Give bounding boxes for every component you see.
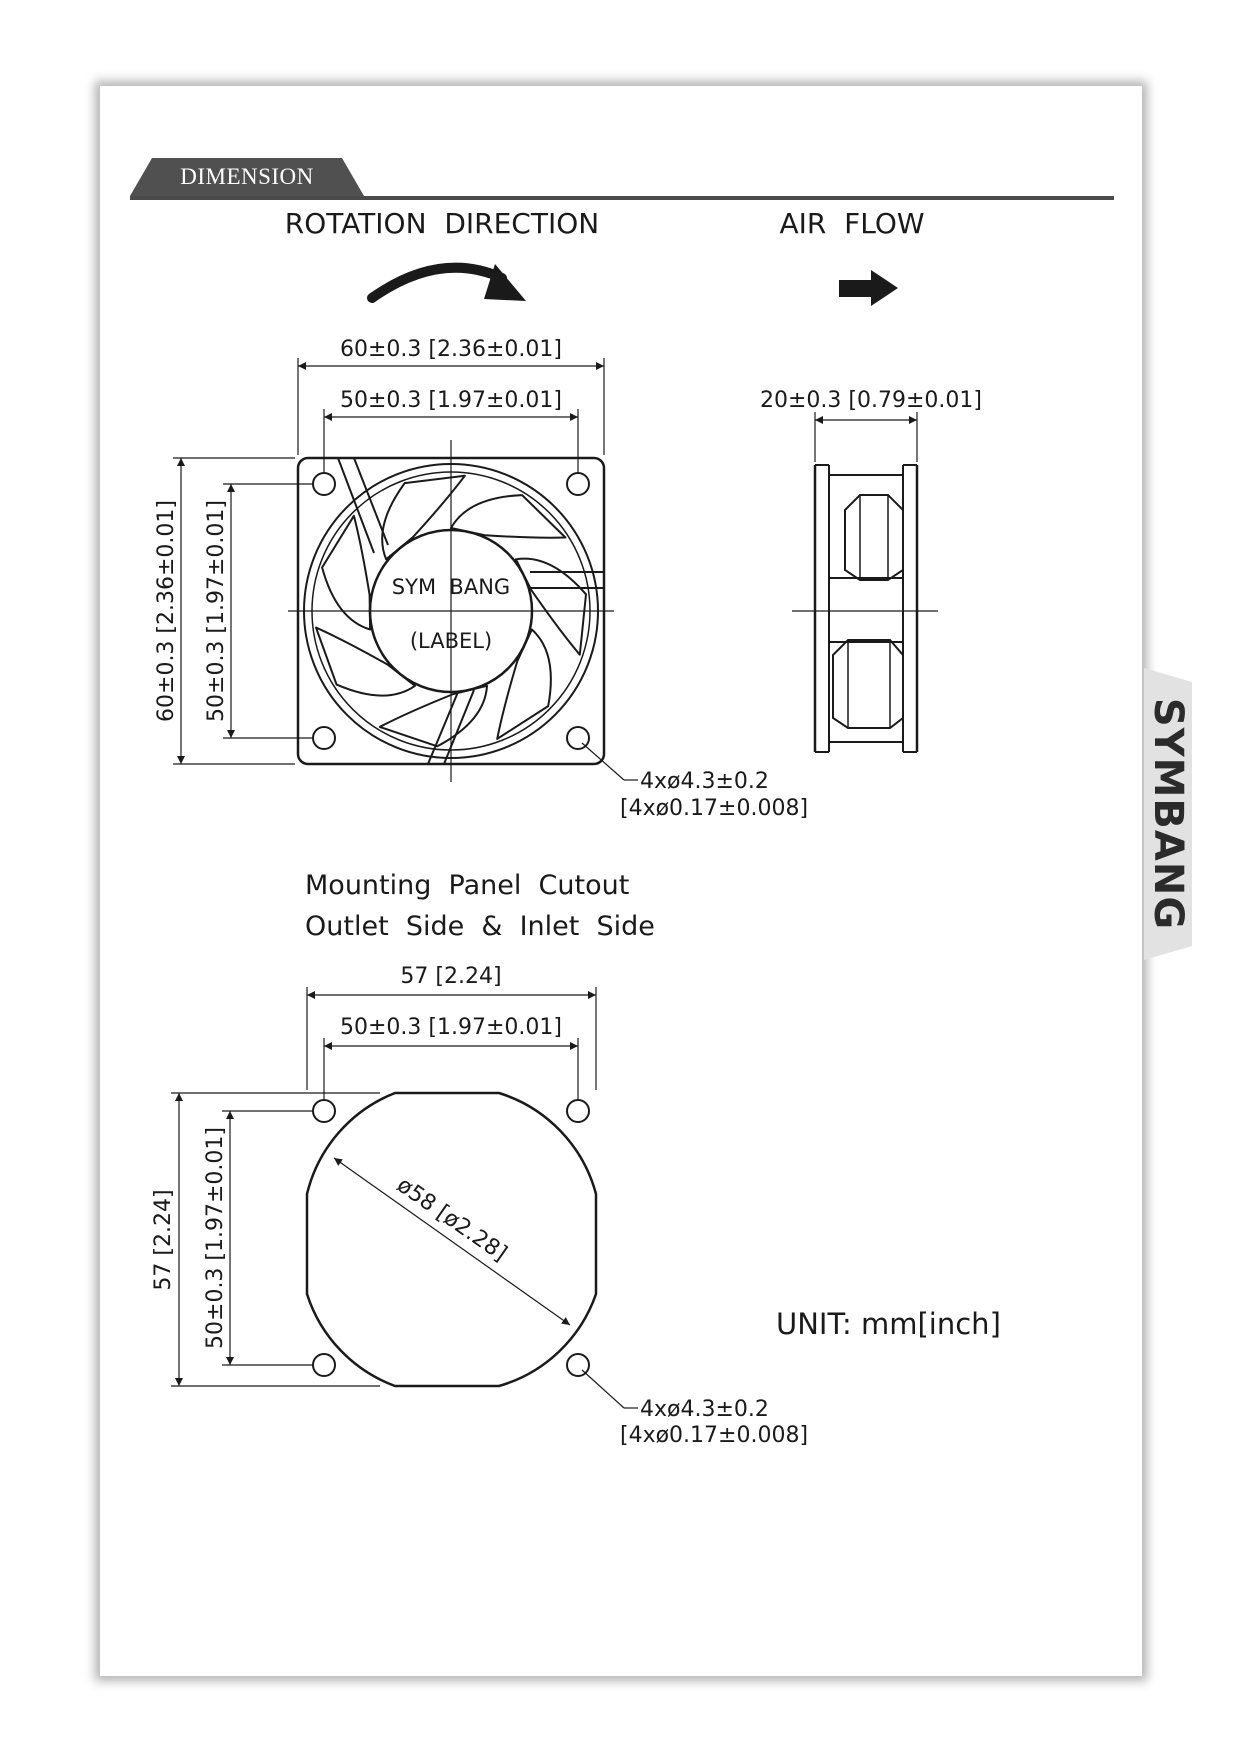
fan-blade — [496, 628, 552, 740]
front-height-dimension: 60±0.3 [2.36±0.01] 50±0.3 [1.97±0.01] — [154, 457, 313, 765]
mounting-hole — [566, 472, 590, 496]
cutout-title-line2: Outlet Side & Inlet Side — [305, 911, 655, 942]
panel-cutout-outline: ø58 [ø2.28] — [305, 1091, 598, 1388]
fan-side-view — [792, 464, 938, 753]
header-rule — [130, 196, 1114, 200]
cutout-overall-width-label: 57 [2.24] — [400, 964, 501, 989]
front-hole-spacing-width-label: 50±0.3 [1.97±0.01] — [340, 388, 562, 413]
cutout-overall-height-label: 57 [2.24] — [151, 1189, 176, 1290]
cutout-mounting-hole — [566, 1099, 590, 1123]
front-hole-spacing-height-label: 50±0.3 [1.97±0.01] — [204, 500, 229, 722]
cutout-mounting-hole — [566, 1353, 590, 1377]
rotation-arrow-icon — [367, 262, 526, 303]
front-hole-callout: 4xø4.3±0.2 [4xø0.17±0.008] — [581, 742, 808, 821]
fan-blade — [514, 557, 587, 656]
mounting-hole — [566, 726, 590, 750]
cutout-title-line1: Mounting Panel Cutout — [305, 870, 629, 901]
cutout-diameter-label: ø58 [ø2.28] — [392, 1173, 511, 1267]
front-hole-note-inch: [4xø0.17±0.008] — [620, 796, 808, 821]
hub-label-line2: (LABEL) — [410, 629, 492, 653]
front-width-dimension: 60±0.3 [2.36±0.01] 50±0.3 [1.97±0.01] — [297, 337, 605, 473]
section-tab: DIMENSION — [130, 158, 364, 196]
front-overall-height-label: 60±0.3 [2.36±0.01] — [154, 500, 179, 722]
air-flow-title: AIR FLOW — [779, 207, 924, 240]
cutout-mounting-hole — [312, 1353, 336, 1377]
airflow-arrow-icon — [839, 270, 898, 306]
cutout-hole-note-inch: [4xø0.17±0.008] — [620, 1423, 808, 1448]
fan-blade — [321, 514, 372, 631]
rotation-direction-title: ROTATION DIRECTION — [285, 207, 599, 240]
mounting-hole — [312, 726, 336, 750]
cutout-height-dimension: 57 [2.24] 50±0.3 [1.97±0.01] — [151, 1092, 380, 1387]
fan-blade — [315, 626, 416, 697]
side-thickness-label: 20±0.3 [0.79±0.01] — [760, 388, 982, 413]
fan-blade — [378, 684, 488, 748]
section-label: DIMENSION — [180, 164, 314, 189]
cutout-width-dimension: 57 [2.24] 50±0.3 [1.97±0.01] — [306, 964, 597, 1100]
hub-label-line1: SYM BANG — [392, 575, 510, 599]
fan-front-view: SYM BANG (LABEL) — [288, 440, 614, 782]
front-hole-note-mm: 4xø4.3±0.2 — [640, 769, 769, 794]
cutout-hole-note-mm: 4xø4.3±0.2 — [640, 1397, 769, 1422]
brand-side-tab: SYMBANG — [1144, 668, 1192, 960]
cutout-mounting-hole — [312, 1099, 336, 1123]
cutout-hole-callout: 4xø4.3±0.2 [4xø0.17±0.008] — [581, 1369, 808, 1448]
front-overall-width-label: 60±0.3 [2.36±0.01] — [340, 337, 562, 362]
mounting-hole — [312, 472, 336, 496]
document-page — [100, 86, 1142, 1676]
fan-blade — [450, 494, 567, 539]
side-thickness-dimension: 20±0.3 [0.79±0.01] — [760, 388, 982, 462]
fan-blade — [381, 474, 466, 561]
cutout-hole-spacing-height-label: 50±0.3 [1.97±0.01] — [203, 1127, 228, 1349]
unit-note: UNIT: mm[inch] — [776, 1307, 1001, 1341]
cutout-hole-spacing-width-label: 50±0.3 [1.97±0.01] — [340, 1015, 562, 1040]
